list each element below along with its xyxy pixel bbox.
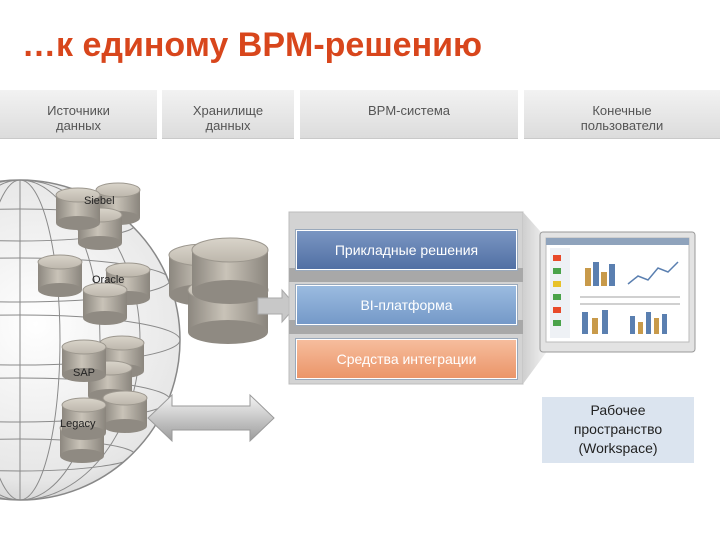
db-label-sap: SAP <box>73 367 96 379</box>
page-title: …к единому BPM-решению <box>22 26 483 64</box>
column-header-users <box>524 90 720 139</box>
db-cluster-oracle <box>37 254 151 325</box>
db-label-siebel: Siebel <box>84 195 115 207</box>
workspace-label: Рабочее пространство (Workspace) <box>542 397 694 463</box>
bpm-stack-divider-1 <box>289 268 523 282</box>
column-label-bpm: BPM-система <box>368 103 450 118</box>
db-cluster-siebel <box>55 182 141 250</box>
db-cluster-legacy <box>59 390 148 463</box>
bidirectional-arrow <box>147 393 275 443</box>
db-label-oracle: Oracle <box>92 274 125 286</box>
db-label-legacy: Legacy <box>60 418 96 430</box>
layer-integration-tools: Средства интеграции <box>296 339 517 379</box>
column-label-sources: Источники данных <box>47 103 110 133</box>
column-header-warehouse <box>162 90 294 139</box>
layer-applied-solutions: Прикладные решения <box>296 230 517 270</box>
data-warehouse-cylinders <box>168 237 269 344</box>
column-header-bpm <box>300 90 518 139</box>
layer-bi-platform: BI-платформа <box>296 285 517 325</box>
column-label-warehouse: Хранилище данных <box>192 103 264 133</box>
column-header-sources <box>0 90 157 139</box>
column-label-users: Конечные пользователи <box>580 103 664 133</box>
workspace-monitor <box>539 231 696 353</box>
